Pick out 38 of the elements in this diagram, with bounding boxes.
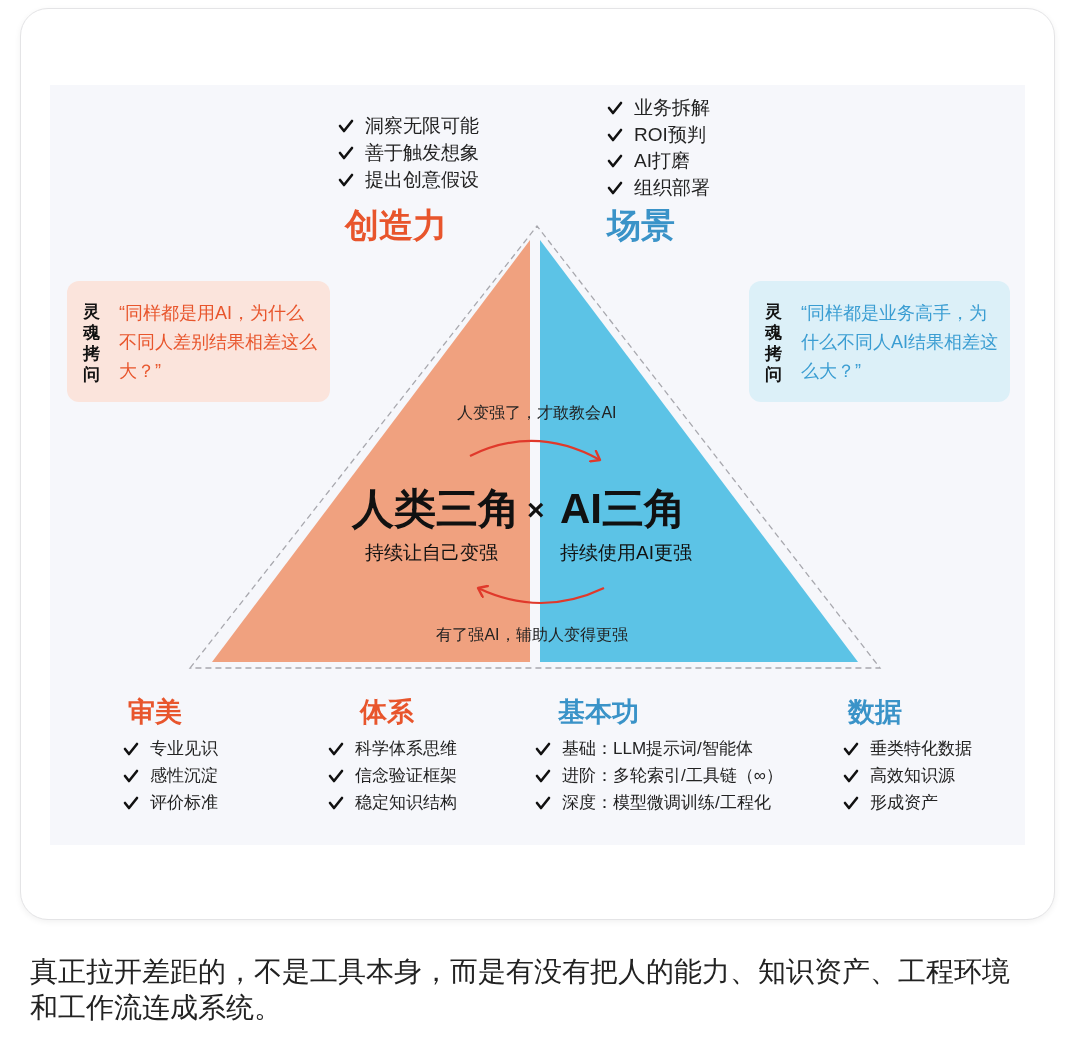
- checklist-item: 深度：模型微调训练/工程化: [562, 792, 771, 814]
- checklist-item: 洞察无限可能: [365, 114, 479, 138]
- triangle-title: 人类三角: [352, 484, 520, 534]
- section-heading: 基本功: [558, 695, 639, 729]
- callout-box: [67, 281, 330, 402]
- checklist-item: 形成资产: [870, 792, 938, 814]
- checklist-item: 基础：LLM提示词/智能体: [562, 738, 753, 760]
- checklist-item: 善于触发想象: [365, 141, 479, 165]
- triangle-subtitle: 持续让自己变强: [365, 542, 498, 565]
- checklist-item: 高效知识源: [870, 765, 955, 787]
- checklist-item: 科学体系思维: [355, 738, 457, 760]
- vertical-heading: 灵魂拷问: [83, 301, 101, 385]
- curved-arrow: [476, 584, 605, 605]
- callout-box: [749, 281, 1010, 402]
- checklist-item: AI打磨: [634, 149, 690, 173]
- checklist-item: 信念验证框架: [355, 765, 457, 787]
- checklist-item: 垂类特化数据: [870, 738, 972, 760]
- checklist-item: 稳定知识结构: [355, 792, 457, 814]
- checklist-item: 业务拆解: [634, 96, 710, 120]
- section-heading: 场景: [607, 204, 675, 246]
- triangle-subtitle: 持续使用AI更强: [560, 542, 692, 565]
- section-heading: 审美: [128, 695, 182, 729]
- caption-text: 真正拉开差距的，不是工具本身，而是有没有把人的能力、知识资产、工程环境和工作流连成系统。: [30, 955, 1011, 1025]
- curved-arrow: [469, 439, 602, 463]
- checklist-item: 感性沉淀: [150, 765, 218, 787]
- checklist-item: 评价标准: [150, 792, 218, 814]
- checklist-item: ROI预判: [634, 123, 706, 147]
- checklist-item: 进阶：多轮索引/工具链（∞）: [562, 765, 783, 787]
- checklist-item: 专业见识: [150, 738, 218, 760]
- quote-text: “同样都是业务高手，为什么不同人AI结果相差这么大？”: [801, 302, 999, 383]
- checklist-item: 提出创意假设: [365, 168, 479, 192]
- section-heading: 数据: [848, 695, 902, 729]
- checklist-item: 组织部署: [634, 176, 710, 200]
- vertical-heading: 灵魂拷问: [765, 301, 783, 385]
- section-heading: 体系: [360, 695, 414, 729]
- triangle-title: AI三角: [560, 484, 686, 534]
- quote-text: “同样都是用AI，为什么不同人差别结果相差这么大？”: [119, 302, 318, 383]
- section-heading: 创造力: [345, 204, 447, 246]
